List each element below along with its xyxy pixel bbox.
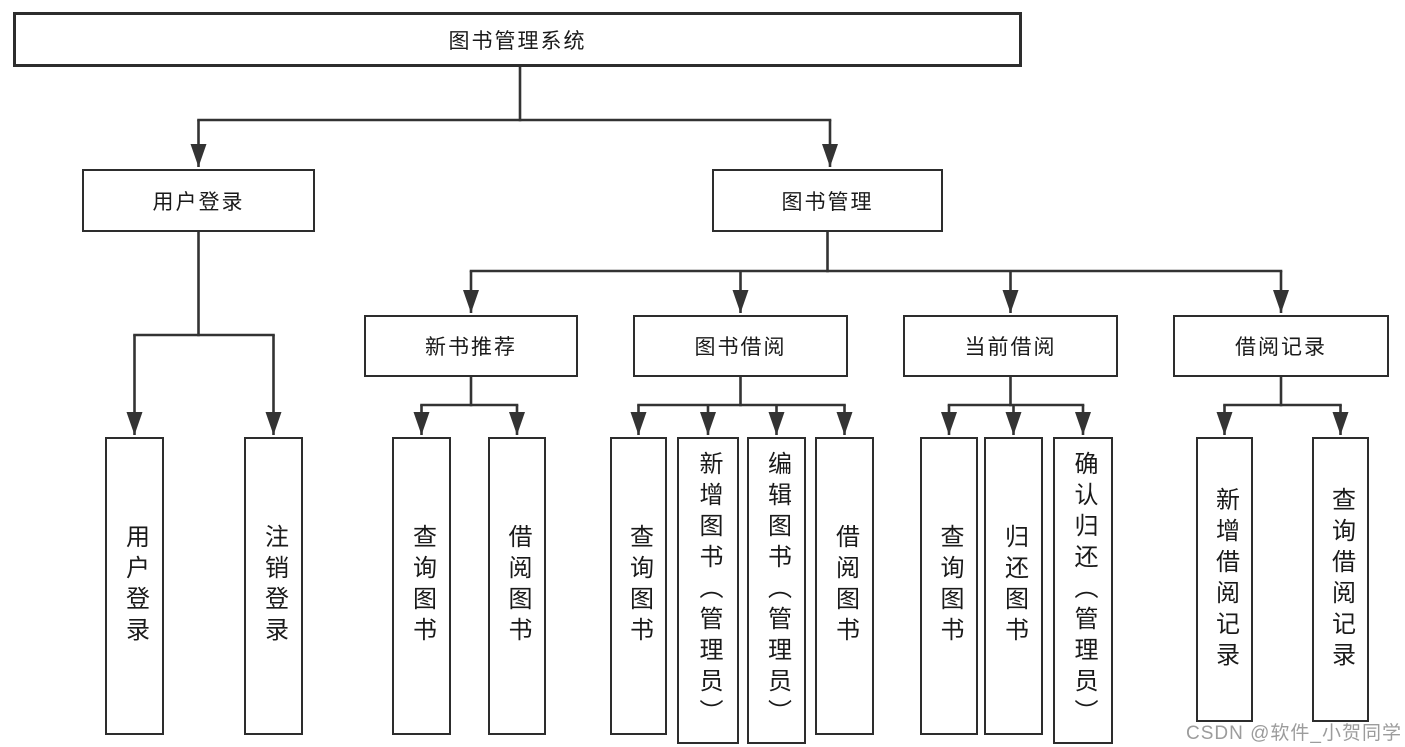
csdn-watermark: CSDN @软件_小贺同学 <box>1186 723 1402 744</box>
leaf-label: 借阅图书 <box>504 524 531 648</box>
leaf-label: 用户登录 <box>121 524 149 648</box>
leaf-label: 借阅图书 <box>831 524 859 648</box>
leaf-borrow-books: 借阅图书 <box>815 437 874 735</box>
node-label: 借阅记录 <box>1235 336 1327 359</box>
leaf-label: 查询图书 <box>936 524 963 648</box>
node-label: 新书推荐 <box>425 336 517 359</box>
node-book-borrow: 图书借阅 <box>633 315 848 377</box>
leaf-borrow-books-recommend: 借阅图书 <box>488 437 546 735</box>
node-label: 图书借阅 <box>694 336 787 359</box>
leaf-add-books-admin: 新增图书（管理员） <box>677 437 739 744</box>
leaf-edit-books-admin: 编辑图书（管理员） <box>747 437 806 744</box>
node-label: 图书管理 <box>781 190 874 214</box>
node-root-system: 图书管理系统 <box>13 12 1022 67</box>
leaf-logout: 注销登录 <box>244 437 303 735</box>
node-label: 当前借阅 <box>964 336 1057 359</box>
node-new-book-recommend: 新书推荐 <box>364 315 578 377</box>
node-book-management: 图书管理 <box>712 169 943 232</box>
node-label: 图书管理系统 <box>448 29 587 53</box>
leaf-label: 归还图书 <box>1000 524 1028 648</box>
leaf-label: 查询图书 <box>408 524 436 648</box>
leaf-label: 查询图书 <box>625 524 653 648</box>
leaf-label: 编辑图书（管理员） <box>763 451 791 730</box>
leaf-query-books-current: 查询图书 <box>920 437 978 735</box>
node-current-borrow: 当前借阅 <box>903 315 1118 377</box>
leaf-label: 确认归还（管理员） <box>1070 451 1097 730</box>
node-borrow-records: 借阅记录 <box>1173 315 1389 377</box>
connector-trunks <box>133 65 1342 407</box>
leaf-query-books-borrow: 查询图书 <box>610 437 667 735</box>
leaf-label: 注销登录 <box>260 524 288 648</box>
leaf-label: 新增图书（管理员） <box>695 451 722 730</box>
leaf-label: 新增借阅记录 <box>1211 486 1239 673</box>
leaf-user-login: 用户登录 <box>105 437 164 735</box>
leaf-query-books-recommend: 查询图书 <box>392 437 451 735</box>
leaf-label: 查询借阅记录 <box>1327 486 1355 673</box>
node-user-login: 用户登录 <box>82 169 315 232</box>
leaf-add-borrow-record: 新增借阅记录 <box>1196 437 1253 722</box>
node-label: 用户登录 <box>152 190 245 214</box>
leaf-return-books: 归还图书 <box>984 437 1043 735</box>
leaf-query-borrow-record: 查询借阅记录 <box>1312 437 1369 722</box>
leaf-confirm-return-admin: 确认归还（管理员） <box>1053 437 1113 744</box>
connector-arrows <box>126 120 1349 435</box>
